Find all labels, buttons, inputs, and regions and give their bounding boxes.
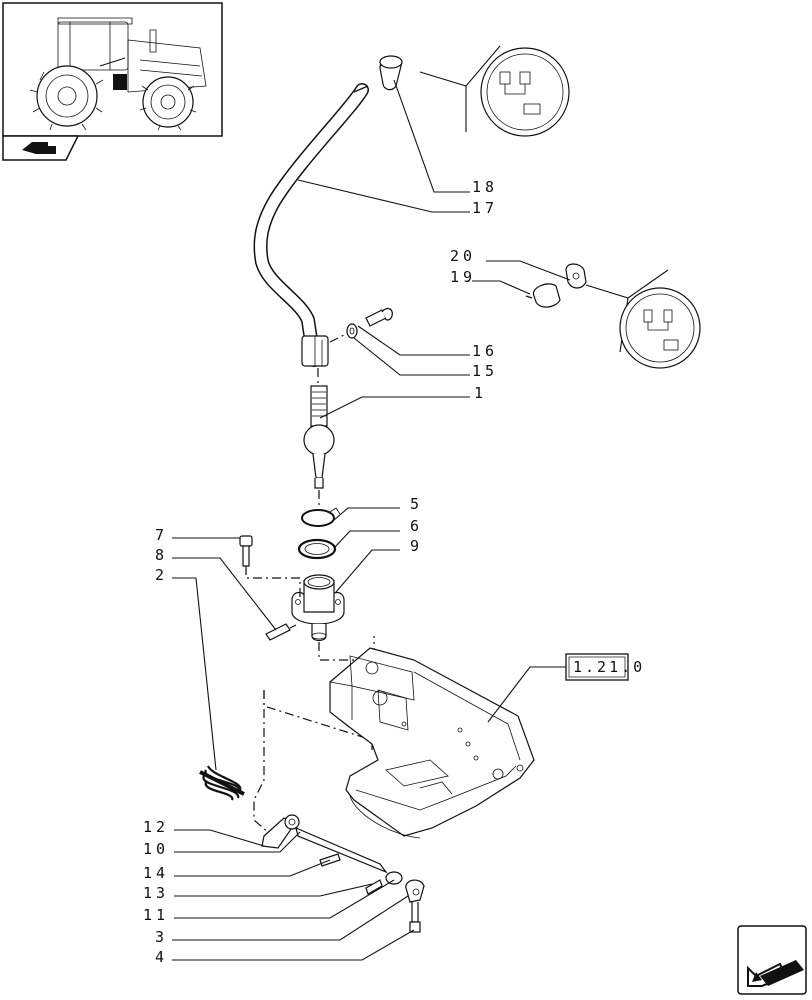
callout-2: 2: [155, 566, 168, 584]
callout-18: 18: [472, 178, 498, 196]
reference-link-1-21-0[interactable]: 1.21.0: [565, 653, 645, 681]
callout-19: 19: [450, 268, 476, 286]
circlip: [301, 490, 341, 527]
callout-15: 15: [472, 362, 498, 380]
tractor-thumbnail[interactable]: [2, 2, 223, 137]
back-arrow-icon[interactable]: [2, 135, 80, 161]
spring: [199, 765, 245, 801]
callout-labels: 18 17 20 19 16 15 1 5 6 9 7 8 2 12 10 14…: [143, 178, 498, 966]
callout-5: 5: [410, 495, 423, 513]
callout-14: 14: [143, 864, 169, 882]
transmission-cover: [329, 647, 535, 839]
shift-pattern-decal-mid: [525, 263, 701, 369]
bolt-and-washer: [329, 307, 393, 343]
housing-bolt: [239, 535, 301, 600]
callout-7: 7: [155, 526, 168, 544]
callout-4: 4: [155, 948, 168, 966]
callout-3: 3: [155, 928, 168, 946]
callout-17: 17: [472, 199, 498, 217]
gear-lever: [253, 83, 369, 367]
callout-16: 16: [472, 342, 498, 360]
callout-6: 6: [410, 517, 423, 535]
callout-10: 10: [143, 840, 169, 858]
lever-shaft: [303, 368, 335, 489]
shift-pattern-decal-top: [419, 45, 570, 137]
callout-9: 9: [410, 537, 423, 555]
assembly-line: [318, 636, 375, 661]
leader-lines: [172, 79, 571, 961]
lever-knob: [379, 55, 403, 91]
callout-8: 8: [155, 546, 168, 564]
callout-13: 13: [143, 884, 169, 902]
callout-12: 12: [143, 818, 169, 836]
callout-1: 1: [474, 384, 487, 402]
next-page-arrow-icon[interactable]: [737, 925, 807, 995]
pin: [265, 623, 297, 641]
callout-11: 11: [143, 906, 169, 924]
lever-housing: [291, 574, 345, 642]
callout-20: 20: [450, 247, 476, 265]
reference-label: 1.21.0: [573, 658, 645, 676]
seal-ring: [297, 538, 337, 560]
assembly-line: [253, 690, 271, 835]
